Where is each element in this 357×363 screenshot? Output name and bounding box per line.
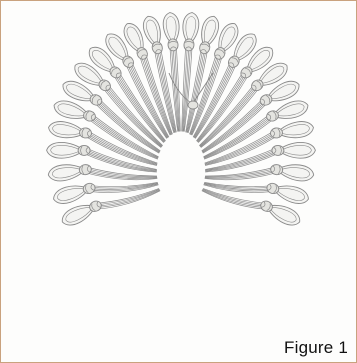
figure-caption: Figure 1 xyxy=(284,338,348,358)
knot xyxy=(167,38,178,51)
knot xyxy=(272,145,284,155)
top-knot xyxy=(188,101,198,109)
knot xyxy=(78,145,90,155)
knot xyxy=(183,38,194,51)
